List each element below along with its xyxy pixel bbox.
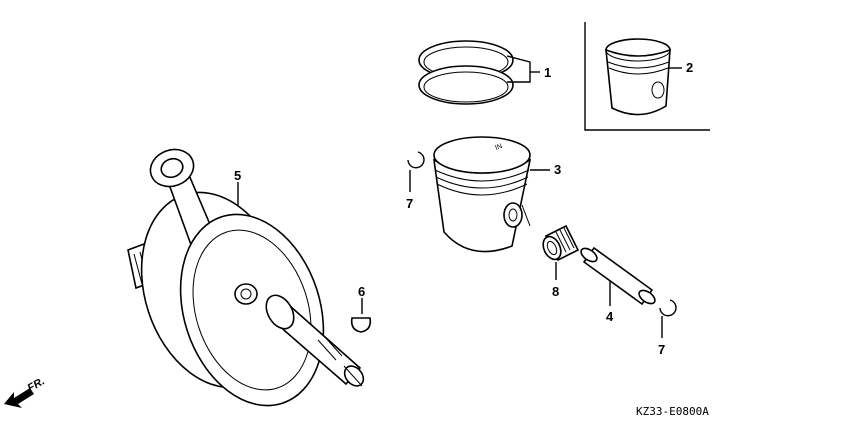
callout-1-leader [506, 55, 540, 83]
piston-pin-clip-right [659, 299, 677, 317]
callout-5: 5 [234, 168, 241, 183]
callout-3: 3 [554, 162, 561, 177]
callout-2: 2 [686, 60, 693, 75]
callout-6: 6 [358, 284, 365, 299]
piston-rings [418, 40, 514, 105]
piston-assembly-inset [605, 38, 671, 116]
callout-7-left: 7 [406, 196, 413, 211]
piston-pin-clip-left [407, 151, 425, 169]
piston-crown-marking: IN [494, 143, 503, 152]
diagram-code: KZ33-E0800A [636, 405, 709, 418]
needle-bearing [542, 224, 580, 262]
woodruff-key [350, 317, 372, 333]
front-direction-arrow [4, 388, 34, 408]
inset-frame [584, 22, 710, 131]
crankshaft [127, 148, 365, 407]
piston: IN [432, 136, 532, 253]
piston-pin [580, 246, 656, 306]
callout-8: 8 [552, 284, 559, 299]
direction-label: FR. [26, 375, 47, 394]
callout-7-right: 7 [658, 342, 665, 357]
callout-1: 1 [544, 65, 551, 80]
callout-4: 4 [606, 309, 614, 324]
